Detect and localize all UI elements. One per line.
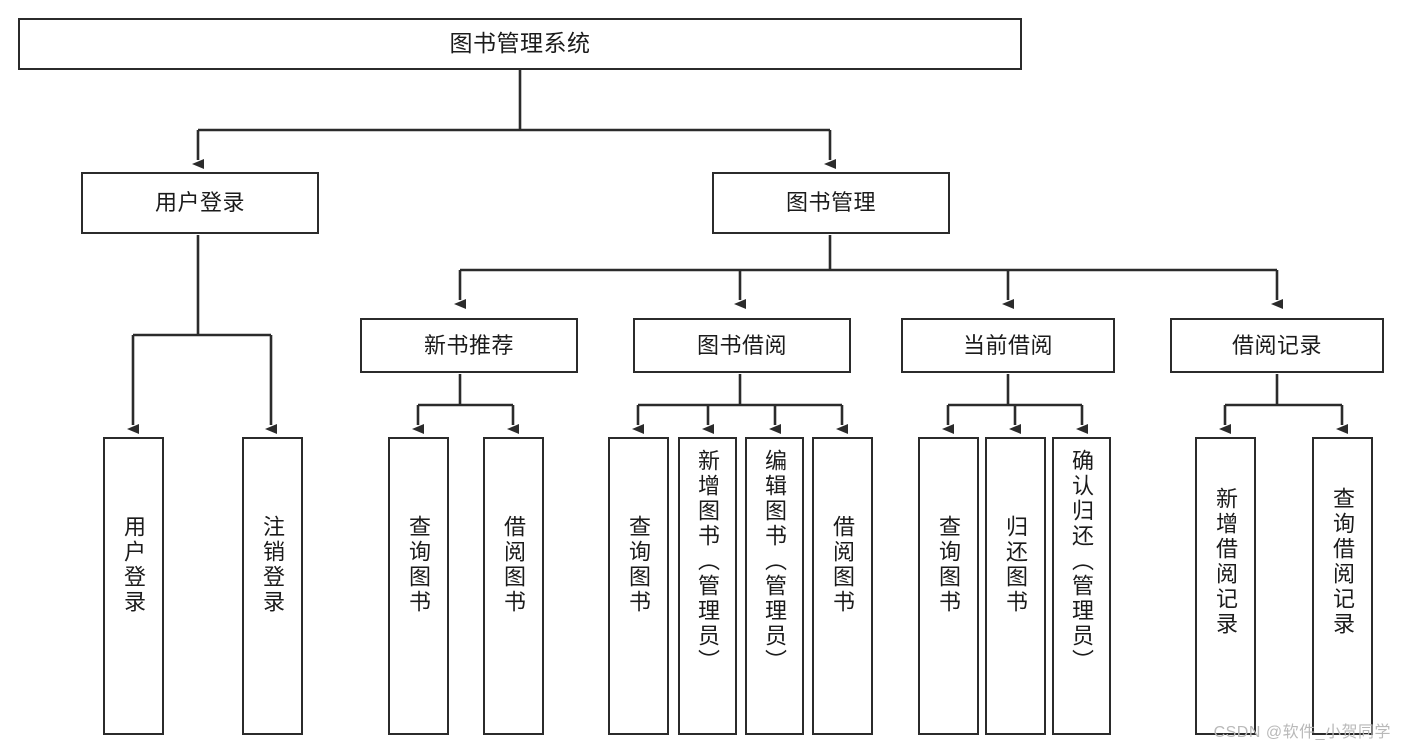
node-label: 当前借阅: [962, 332, 1053, 358]
node-book-borrow[interactable]: 图书借阅: [633, 318, 851, 373]
leaf-query-book-current[interactable]: 查询图书: [918, 437, 979, 735]
node-label: 编辑图书（管理员）: [762, 449, 788, 674]
node-new-book-recommendation[interactable]: 新书推荐: [360, 318, 578, 373]
node-label: 图书管理系统: [449, 30, 591, 57]
leaf-logout[interactable]: 注销登录: [242, 437, 303, 735]
leaf-add-borrow-record[interactable]: 新增借阅记录: [1195, 437, 1256, 735]
leaf-return-book[interactable]: 归还图书: [985, 437, 1046, 735]
node-label: 新书推荐: [423, 332, 514, 358]
leaf-borrow-book-borrow[interactable]: 借阅图书: [812, 437, 873, 735]
node-label: 查询借阅记录: [1330, 487, 1356, 637]
node-label: 新增借阅记录: [1213, 487, 1239, 637]
node-label: 查询图书: [626, 515, 652, 615]
node-label: 借阅记录: [1231, 332, 1322, 358]
leaf-borrow-book-recommendation[interactable]: 借阅图书: [483, 437, 544, 735]
leaf-confirm-return-admin[interactable]: 确认归还（管理员）: [1052, 437, 1111, 735]
node-label: 查询图书: [406, 515, 432, 615]
node-label: 确认归还（管理员）: [1069, 449, 1095, 674]
csdn-watermark: CSDN @软件_小贺同学: [1213, 724, 1391, 741]
leaf-user-login[interactable]: 用户登录: [103, 437, 164, 735]
node-label: 新增图书（管理员）: [695, 449, 721, 674]
node-current-borrow[interactable]: 当前借阅: [901, 318, 1115, 373]
leaf-edit-book-admin[interactable]: 编辑图书（管理员）: [745, 437, 804, 735]
node-label: 用户登录: [154, 190, 245, 216]
leaf-query-borrow-record[interactable]: 查询借阅记录: [1312, 437, 1373, 735]
node-label: 归还图书: [1003, 515, 1029, 615]
node-borrow-record[interactable]: 借阅记录: [1170, 318, 1384, 373]
node-label: 注销登录: [260, 515, 286, 615]
leaf-query-book-borrow[interactable]: 查询图书: [608, 437, 669, 735]
node-label: 图书借阅: [696, 332, 787, 358]
node-label: 图书管理: [785, 190, 876, 216]
node-book-management[interactable]: 图书管理: [712, 172, 950, 234]
node-label: 借阅图书: [830, 515, 856, 615]
node-label: 借阅图书: [501, 515, 527, 615]
node-label: 查询图书: [936, 515, 962, 615]
node-root-book-management-system[interactable]: 图书管理系统: [18, 18, 1022, 70]
node-label: 用户登录: [121, 515, 147, 615]
leaf-add-book-admin[interactable]: 新增图书（管理员）: [678, 437, 737, 735]
node-user-login[interactable]: 用户登录: [81, 172, 319, 234]
leaf-query-book-recommendation[interactable]: 查询图书: [388, 437, 449, 735]
